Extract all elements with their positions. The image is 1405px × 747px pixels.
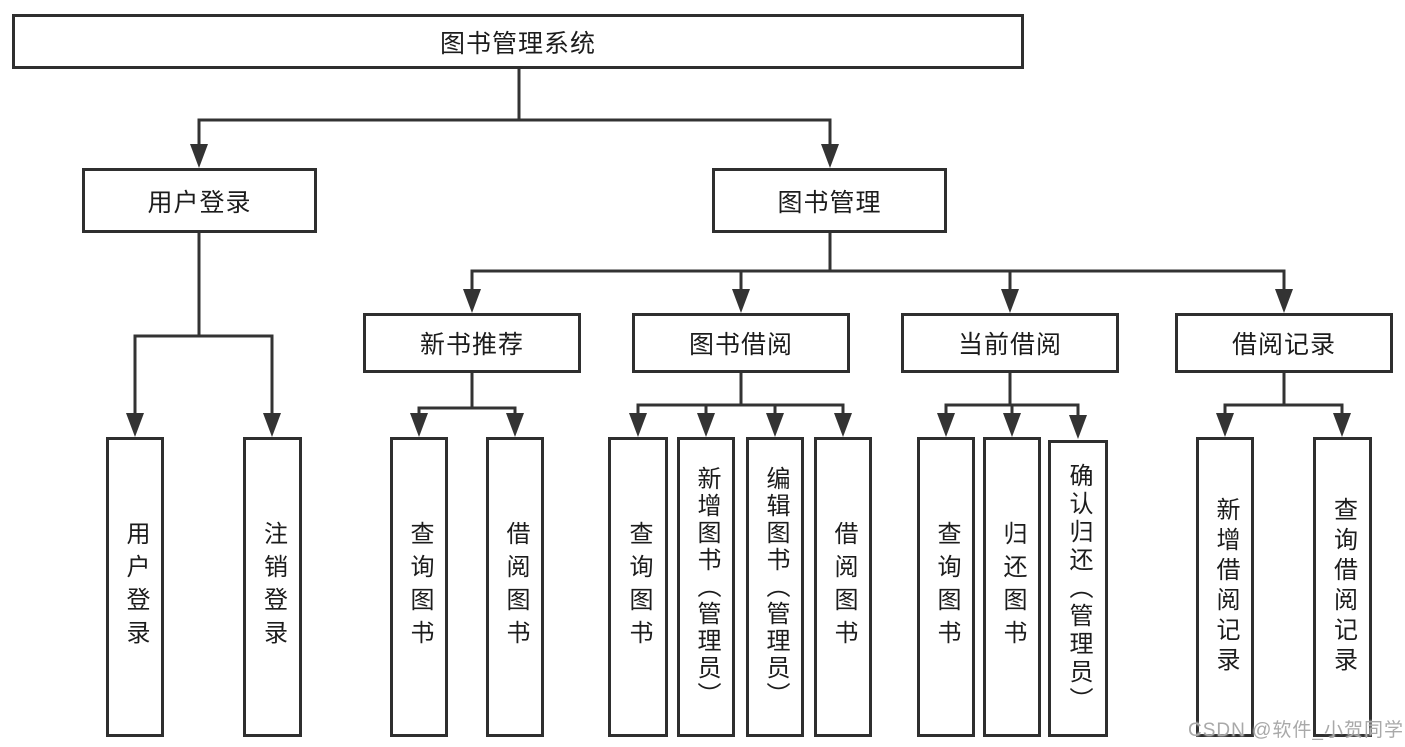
- node-book-management: 图书管理: [712, 168, 947, 233]
- leaf-query-borrow-record: 查询借阅记录: [1313, 437, 1372, 737]
- node-label: 图书借阅: [688, 331, 793, 359]
- leaf-query-books-current: 查询图书: [917, 437, 975, 737]
- node-label: 查询图书: [406, 521, 433, 653]
- node-label: 用户登录: [122, 521, 149, 653]
- node-label: 当前借阅: [957, 331, 1062, 359]
- leaf-logout-login: 注销登录: [243, 437, 302, 737]
- csdn-watermark: CSDN @软件_小贺同学: [1188, 720, 1404, 741]
- node-label: 查询借阅记录: [1329, 497, 1357, 677]
- node-label: 图书管理: [777, 188, 882, 217]
- node-root: 图书管理系统: [12, 14, 1024, 69]
- node-current-borrowing: 当前借阅: [901, 313, 1119, 373]
- node-label: 新增借阅记录: [1212, 497, 1239, 677]
- node-label: 查询图书: [625, 521, 652, 653]
- node-label: 借阅记录: [1231, 331, 1336, 359]
- node-label: 归还图书: [999, 521, 1026, 653]
- node-new-book-recommend: 新书推荐: [363, 313, 581, 373]
- node-label: 借阅图书: [830, 521, 857, 653]
- leaf-return-books: 归还图书: [983, 437, 1041, 737]
- leaf-query-books-recommend: 查询图书: [390, 437, 448, 737]
- leaf-query-books-borrowing: 查询图书: [608, 437, 668, 737]
- leaf-add-books-admin: 新增图书（管理员）: [677, 437, 735, 737]
- node-label: 新书推荐: [419, 331, 524, 359]
- leaf-user-login: 用户登录: [106, 437, 164, 737]
- node-label: 新增图书（管理员）: [693, 465, 720, 709]
- leaf-confirm-return-admin: 确认归还（管理员）: [1048, 440, 1108, 737]
- leaf-borrow-books-borrowing: 借阅图书: [814, 437, 872, 737]
- leaf-edit-books-admin: 编辑图书（管理员）: [746, 437, 804, 737]
- node-label: 注销登录: [259, 521, 287, 653]
- leaf-borrow-books-recommend: 借阅图书: [486, 437, 544, 737]
- node-label: 用户登录: [147, 188, 252, 217]
- node-label: 图书管理系统: [439, 29, 596, 58]
- arrowheads: [126, 144, 1351, 439]
- node-borrowing-records: 借阅记录: [1175, 313, 1393, 373]
- node-book-borrowing: 图书借阅: [632, 313, 850, 373]
- node-user-login: 用户登录: [82, 168, 317, 233]
- node-label: 确认归还（管理员）: [1065, 462, 1092, 715]
- leaf-add-borrow-record: 新增借阅记录: [1196, 437, 1254, 737]
- node-label: 查询图书: [933, 521, 960, 653]
- node-label: 借阅图书: [502, 521, 529, 653]
- node-label: 编辑图书（管理员）: [762, 465, 789, 709]
